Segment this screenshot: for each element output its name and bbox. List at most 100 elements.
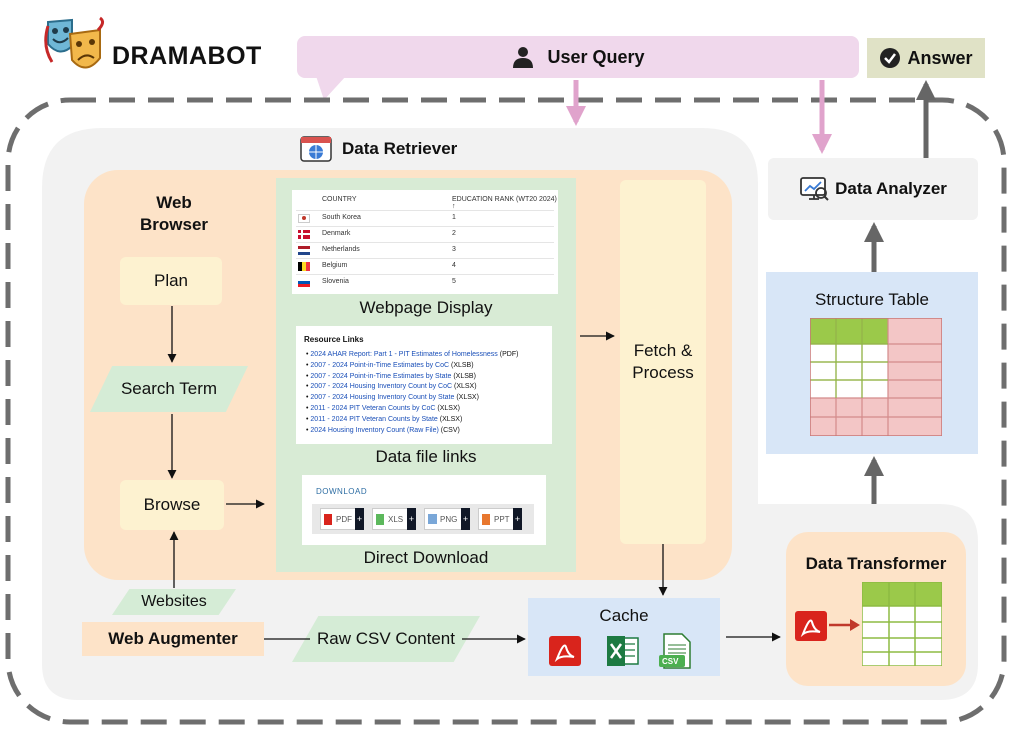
list-item[interactable]: • 2024 Housing Inventory Count (Raw File… (306, 426, 460, 434)
png-download-button[interactable]: PNG + (424, 508, 470, 530)
raw-csv-label: Raw CSV Content (317, 629, 455, 648)
link-text[interactable]: 2024 Housing Inventory Count (Raw File) (310, 426, 439, 434)
search-term-label: Search Term (120, 379, 218, 398)
ppt-download-label: PPT (494, 515, 510, 524)
link-format: (XLSX) (437, 404, 460, 412)
country-header: COUNTRY (322, 196, 357, 203)
transformed-table-icon (861, 581, 943, 667)
list-item[interactable]: • 2007 - 2024 Point-in-Time Estimates by… (306, 361, 474, 369)
link-text[interactable]: 2011 - 2024 PIT Veteran Counts by State (310, 415, 438, 423)
user-query-label: User Query (547, 46, 645, 67)
structure-table-panel: Structure Table (766, 272, 978, 454)
pdf-icon (794, 610, 828, 642)
link-text[interactable]: 2007 - 2024 Housing Inventory Count by C… (310, 383, 453, 391)
websites-label: Websites (141, 593, 207, 610)
pdf-download-button[interactable]: PDF + (320, 508, 364, 530)
link-format: (CSV) (440, 426, 460, 434)
browse-box: Browse (120, 480, 224, 530)
list-item[interactable]: • 2024 AHAR Report: Part 1 - PIT Estimat… (306, 351, 519, 358)
plus-icon[interactable]: + (513, 508, 522, 530)
browse-label: Browse (143, 495, 201, 514)
link-text[interactable]: 2007 - 2024 Housing Inventory Count by S… (310, 394, 455, 402)
plus-icon[interactable]: + (407, 508, 416, 530)
rank-cell: 5 (452, 278, 456, 285)
link-format: (XLSB) (453, 372, 476, 380)
plus-icon[interactable]: + (461, 508, 470, 530)
pdf-download-label: PDF (336, 515, 352, 524)
fetch-process-label: Fetch & Process (632, 341, 694, 382)
plus-icon[interactable]: + (355, 508, 364, 530)
ppt-download-button[interactable]: PPT + (478, 508, 522, 530)
slovenia-flag-icon (298, 278, 310, 287)
pdf-icon (548, 635, 582, 667)
csv-badge-label: CSV (662, 657, 679, 666)
list-item[interactable]: • 2007 - 2024 Housing Inventory Count by… (306, 394, 479, 402)
country-cell: Slovenia (322, 278, 349, 285)
cache-label: Cache (599, 606, 649, 625)
brand-name: DRAMABOT (112, 42, 262, 70)
belgium-flag-icon (298, 262, 310, 271)
direct-download-caption: Direct Download (363, 548, 489, 567)
link-text[interactable]: 2011 - 2024 PIT Veteran Counts by CoC (310, 404, 436, 412)
web-augmenter-box: Web Augmenter (82, 622, 264, 656)
cache-box: Cache CSV (528, 598, 720, 676)
xls-download-button[interactable]: XLS + (372, 508, 416, 530)
link-text[interactable]: 2007 - 2024 Point-in-Time Estimates by S… (310, 372, 452, 380)
convert-arrow-icon (828, 618, 862, 632)
browser-globe-icon (300, 136, 332, 162)
xls-file-icon (376, 514, 384, 525)
csv-icon: CSV (658, 633, 692, 669)
png-file-icon (428, 514, 437, 524)
png-download-label: PNG (440, 515, 458, 524)
table-row: Slovenia 5 (296, 274, 554, 290)
websites-box: Websites (112, 589, 236, 615)
list-item[interactable]: • 2007 - 2024 Point-in-Time Estimates by… (306, 372, 476, 380)
list-item[interactable]: • 2007 - 2024 Housing Inventory Count by… (306, 383, 477, 391)
list-item[interactable]: • 2011 - 2024 PIT Veteran Counts by Stat… (306, 415, 463, 423)
data-file-links-caption: Data file links (375, 447, 477, 466)
excel-icon (606, 635, 640, 667)
link-format: (PDF) (499, 351, 519, 358)
pdf-file-icon (324, 514, 332, 525)
resource-links-panel: Resource Links • 2024 AHAR Report: Part … (296, 326, 552, 444)
data-transformer-panel: Data Transformer (786, 532, 966, 686)
table-row: Denmark 2 (296, 226, 554, 242)
download-heading: DOWNLOAD (316, 487, 368, 496)
link-text[interactable]: 2007 - 2024 Point-in-Time Estimates by C… (310, 361, 450, 369)
country-cell: Netherlands (322, 246, 360, 253)
webpage-table: COUNTRY EDUCATION RANK (WT20 2024) ↑ Sou… (292, 190, 558, 294)
netherlands-flag-icon (298, 246, 310, 255)
answer-label: Answer (907, 47, 973, 68)
rank-cell: 1 (452, 214, 456, 221)
data-transformer-label: Data Transformer (805, 554, 947, 573)
webpage-display-caption: Webpage Display (359, 298, 493, 317)
raw-csv-box: Raw CSV Content (292, 616, 480, 662)
table-row: South Korea 1 (296, 210, 554, 226)
rank-cell: 3 (452, 246, 456, 253)
user-query-banner: User Query (297, 36, 859, 78)
plan-label: Plan (153, 271, 189, 290)
country-cell: Belgium (322, 262, 348, 269)
ppt-file-icon (482, 514, 490, 525)
analytics-monitor-icon (799, 175, 829, 203)
table-row: Netherlands 3 (296, 242, 554, 258)
link-text[interactable]: 2024 AHAR Report: Part 1 - PIT Estimates… (310, 351, 498, 358)
country-cell: Denmark (322, 230, 351, 237)
country-cell: South Korea (322, 214, 361, 221)
link-format: (XLSB) (451, 361, 474, 369)
table-row: Belgium 4 (296, 258, 554, 274)
user-icon (511, 45, 535, 69)
structure-table-label: Structure Table (814, 290, 930, 309)
data-analyzer-label: Data Analyzer (835, 179, 947, 198)
link-format: (XLSX) (439, 415, 463, 423)
brand-logo (42, 16, 108, 78)
xls-download-label: XLS (388, 515, 404, 524)
south-korea-flag-icon (298, 214, 310, 223)
check-badge-icon (879, 47, 901, 69)
answer-box: Answer (867, 38, 985, 78)
data-retriever-header: Data Retriever (300, 134, 500, 164)
web-browser-title: Web Browser (139, 193, 209, 234)
list-item[interactable]: • 2011 - 2024 PIT Veteran Counts by CoC … (306, 404, 460, 412)
fetch-process-box: Fetch & Process (620, 180, 706, 544)
